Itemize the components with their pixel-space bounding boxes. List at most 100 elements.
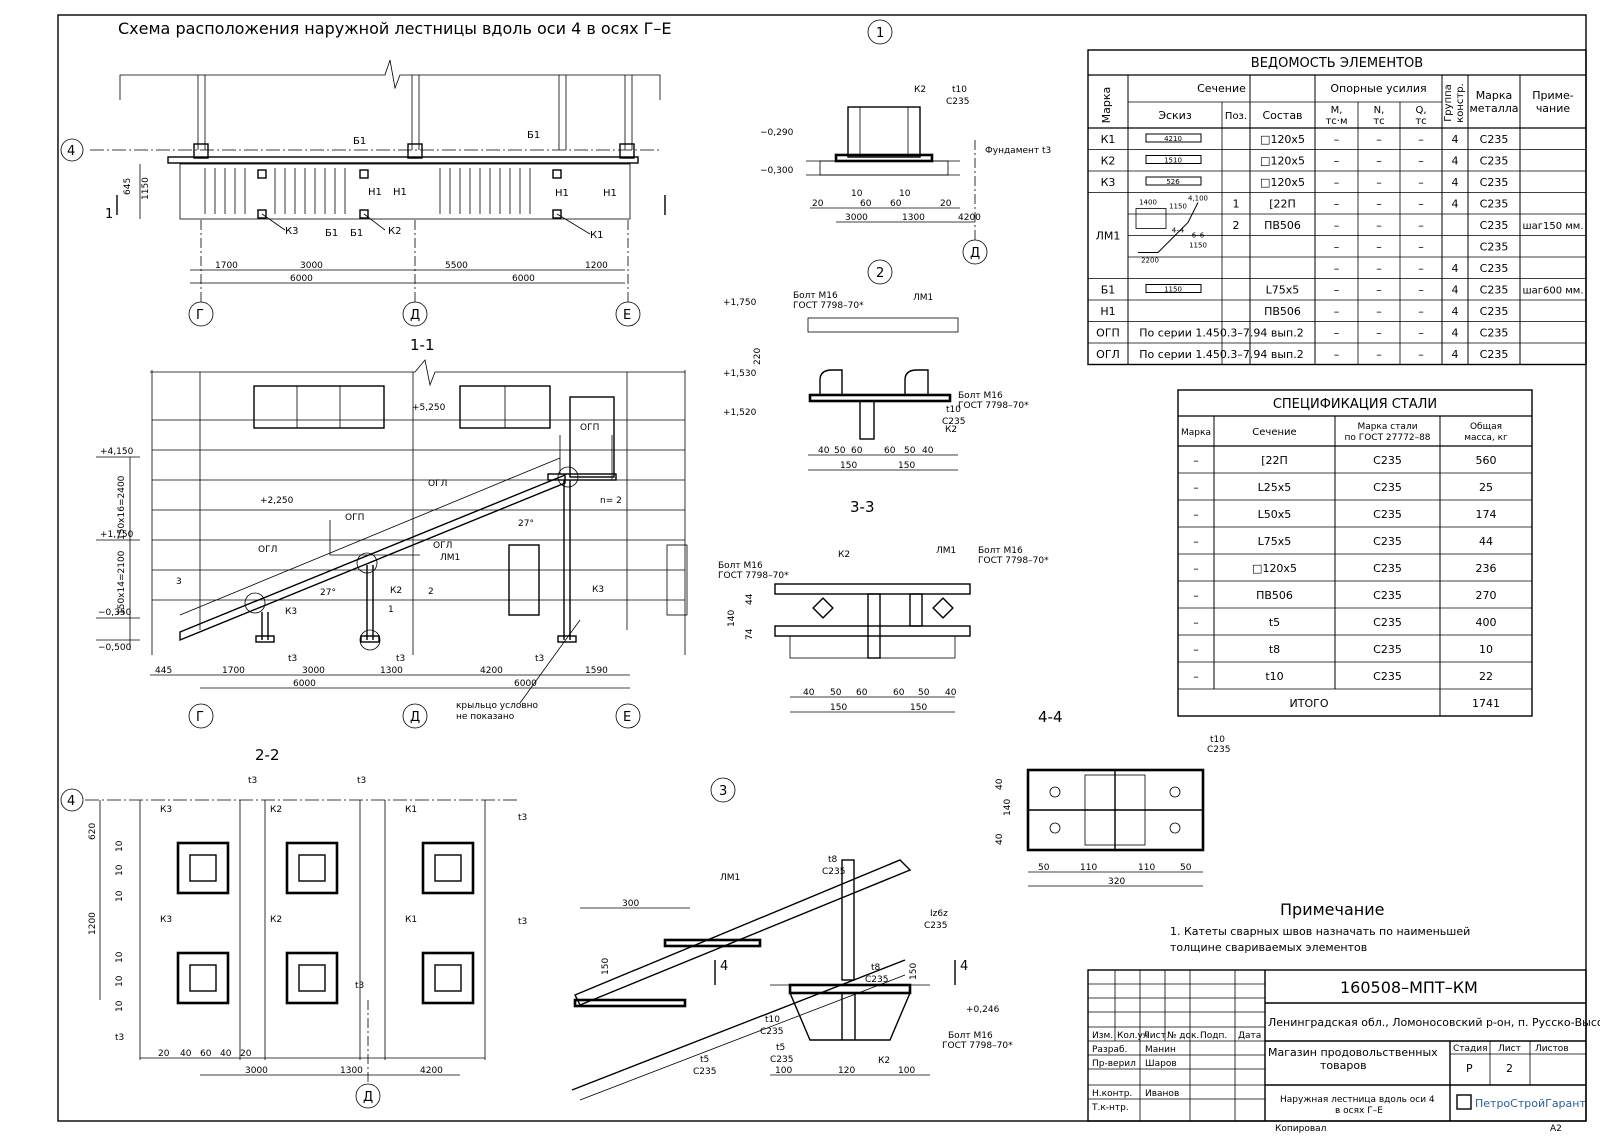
tb-format: А2 — [1550, 1124, 1562, 1134]
elements-table-frame — [1087, 49, 1587, 366]
s44-dim-110a: 110 — [1080, 863, 1097, 873]
section-4-4-title: 4-4 — [1038, 708, 1063, 726]
node1-label-c235: С235 — [946, 97, 969, 107]
node-2: 2 Болт М16 ГОСТ 7798–70* Болт М16 ГОСТ 7… — [723, 259, 1029, 471]
node3-label-t5b: t5 — [776, 1043, 785, 1053]
et-row-q: – — [1418, 305, 1424, 318]
node2-label-t10: t10 — [946, 405, 961, 415]
et-row-m: – — [1334, 133, 1340, 146]
et-sketch-dim: 1150 — [1164, 286, 1182, 294]
et-row-series: По серии 1.450.3–7.94 вып.2 — [1139, 327, 1303, 340]
p22-t3a: t3 — [248, 776, 257, 786]
node3-label-c235b: С235 — [924, 921, 947, 931]
st-row-section: □120х5 — [1252, 562, 1297, 575]
et-header-note2: чание — [1536, 102, 1571, 115]
et-row-n: – — [1376, 305, 1382, 318]
main-title: Схема расположения наружной лестницы вдо… — [118, 19, 672, 38]
node3-label-t8b: t8 — [871, 963, 881, 973]
plan-label-k2: К2 — [388, 226, 401, 237]
plan-label-h1c: Н1 — [555, 188, 569, 199]
s33-dim-40b: 40 — [945, 688, 957, 698]
et-header-m-unit: тс·м — [1325, 116, 1347, 127]
node1-dim-4200: 4200 — [958, 213, 981, 223]
p22-ten-a: 10 — [115, 840, 125, 852]
node1-title: 1 — [876, 26, 884, 41]
node1-label-t10: t10 — [952, 85, 967, 95]
st-header-section: Сечение — [1252, 427, 1296, 438]
et-row-n: – — [1376, 219, 1382, 232]
st-row-mass: 560 — [1476, 454, 1497, 467]
et-row-group: 4 — [1452, 133, 1459, 146]
company-logo-icon — [1456, 1094, 1472, 1110]
node1-label-foundation: Фундамент t3 — [985, 146, 1051, 156]
p22-side-620: 620 — [88, 823, 98, 840]
et-sketch-profile — [1145, 284, 1202, 293]
et-sketch-profile — [1145, 176, 1202, 186]
p22-label-k3b: К3 — [160, 915, 172, 925]
st-header-steel: Марка стали — [1357, 422, 1417, 432]
et-row-mark: К3 — [1101, 176, 1116, 189]
tb-address: Ленинградская обл., Ломоносовский р-он, … — [1268, 1016, 1600, 1029]
notes-line2: толщине свариваемых элементов — [1170, 941, 1367, 954]
et-row-q: – — [1418, 284, 1424, 297]
et-row-n: – — [1376, 262, 1382, 275]
et-row-mark: Н1 — [1100, 305, 1115, 318]
p22-label-k2a: К2 — [270, 805, 282, 815]
st-row-mark: – — [1193, 481, 1199, 494]
p22-ten-e: 10 — [115, 890, 125, 902]
st-row-section: [22П — [1261, 454, 1288, 467]
s11-label-ogl2: ОГЛ — [428, 479, 447, 489]
s11-label-angle1: 27° — [320, 588, 336, 598]
level-minus-0350: −0,350 — [98, 608, 132, 618]
et-lm1-sketch-g: 4–4 — [1172, 227, 1185, 235]
st-row-mass: 10 — [1479, 643, 1493, 656]
s11-label-one: 1 — [388, 605, 394, 615]
et-row-n: – — [1376, 176, 1382, 189]
tb-role-ncontrol: Н.контр. — [1092, 1089, 1132, 1099]
plan-label-k3: К3 — [285, 226, 298, 237]
p22-t3e: t3 — [355, 981, 364, 991]
node1-dim-10a: 10 — [851, 189, 863, 199]
et-row-q: – — [1418, 176, 1424, 189]
section-2-2-title: 2-2 — [255, 746, 280, 764]
tb-stage-label: Стадия — [1453, 1044, 1488, 1054]
s33-label-lm1: ЛМ1 — [936, 546, 956, 556]
et-row-steel: С235 — [1480, 155, 1509, 168]
st-row-mass: 174 — [1476, 508, 1497, 521]
et-header-m: М, — [1331, 105, 1343, 116]
st-row-section: L75х5 — [1258, 535, 1292, 548]
et-row-steel: С235 — [1480, 219, 1509, 232]
et-row-series: По серии 1.450.3–7.94 вып.2 — [1139, 348, 1303, 361]
et-sketch-dim: 4210 — [1164, 135, 1182, 143]
et-row-steel: С235 — [1480, 284, 1509, 297]
s11-label-k3a: К3 — [285, 607, 297, 617]
node3-dim-120: 120 — [838, 1066, 855, 1076]
node3-label-c235f: С235 — [770, 1055, 793, 1065]
s33-dim-150a: 150 — [830, 703, 847, 713]
tb-col-podp: Подп. — [1200, 1031, 1227, 1041]
et-row-mark: ОГП — [1096, 327, 1120, 340]
s11-note-not-shown: не показано — [456, 712, 515, 722]
tb-sheet-name2: в осях Г–Е — [1335, 1106, 1383, 1116]
st-row-steel: С235 — [1373, 508, 1402, 521]
node3-cut-left: 4 — [720, 959, 728, 974]
drawing-frame — [57, 14, 1587, 1122]
axis-4-label: 4 — [67, 144, 75, 159]
p22-small-40b: 40 — [220, 1049, 232, 1059]
st-row-mark: – — [1193, 670, 1199, 683]
axis-e-label: Е — [623, 308, 631, 323]
st-row-mass: 400 — [1476, 616, 1497, 629]
et-row-steel: С235 — [1480, 133, 1509, 146]
level-4150: +4,150 — [100, 447, 134, 457]
level-minus-0500: −0,500 — [98, 643, 132, 653]
st-row-section: L25х5 — [1258, 481, 1292, 494]
node2-level-1750: +1,750 — [723, 298, 757, 308]
p22-t3d: t3 — [518, 917, 527, 927]
p22-axis-d: Д — [363, 1090, 373, 1105]
s11-label-k3b: К3 — [592, 585, 604, 595]
plan-label-h1a: Н1 — [368, 187, 382, 198]
et-row-group: 4 — [1452, 262, 1459, 275]
et-row-steel: С235 — [1480, 305, 1509, 318]
node3-label-t8: t8 — [828, 855, 838, 865]
st-row-mark: – — [1193, 508, 1199, 521]
